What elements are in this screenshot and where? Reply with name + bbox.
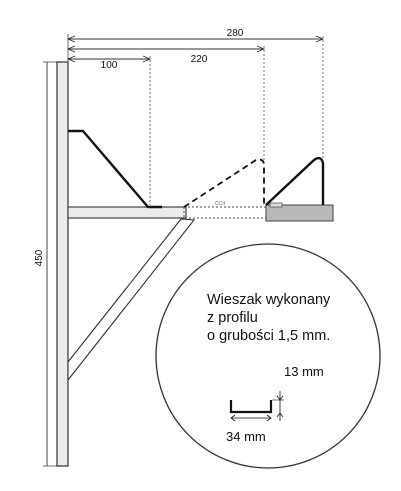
slide-rail-block <box>265 204 334 222</box>
note-line-3: o grubości 1,5 mm. <box>207 328 330 344</box>
vertical-post <box>56 61 69 467</box>
note-line-2: z profilu <box>207 310 258 326</box>
dimension-label-100: 100 <box>101 60 118 71</box>
right-hanger-hook <box>265 156 325 206</box>
top-dimensions <box>66 34 325 205</box>
left-hanger-hook <box>68 129 162 209</box>
bracket-marking: CCII <box>215 201 225 207</box>
height-label: 450 <box>34 249 45 266</box>
detail-circle <box>155 243 381 469</box>
middle-hanger-hook-dashed <box>183 158 265 208</box>
arm-extension-dashed <box>183 206 269 219</box>
profile-width-label: 34 mm <box>226 429 266 444</box>
dimension-label-280: 280 <box>227 28 244 39</box>
profile-cross-section <box>229 391 284 422</box>
height-dimension: 450 <box>34 61 57 467</box>
rail-clamp <box>269 202 283 208</box>
diagonal-brace <box>67 218 196 382</box>
note-line-1: Wieszak wykonany <box>207 292 331 308</box>
dimension-label-220: 220 <box>191 54 208 65</box>
profile-height-label: 13 mm <box>284 364 324 379</box>
horizontal-arm <box>67 206 187 219</box>
